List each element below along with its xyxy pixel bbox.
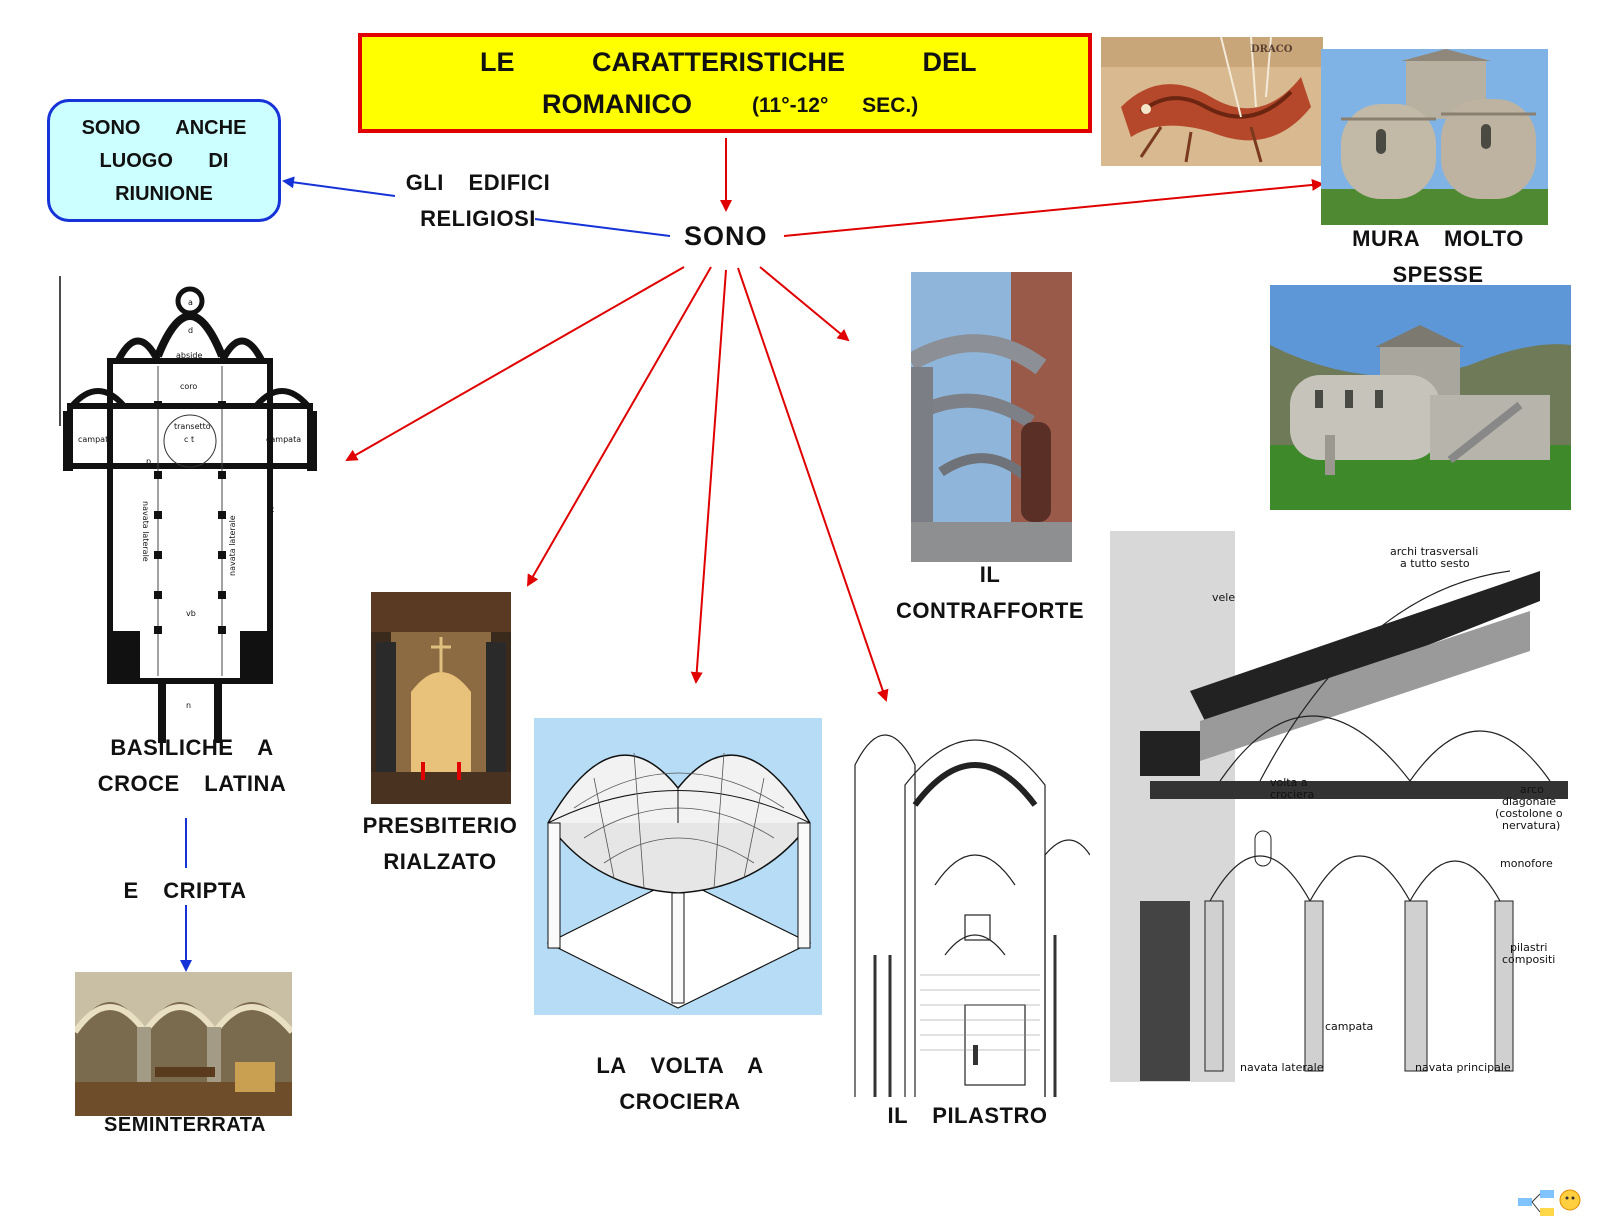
arrow-to-basiliche	[345, 266, 685, 461]
sd-pilastri2: compositi	[1502, 953, 1555, 966]
sd-arco2: diagonale	[1502, 795, 1556, 808]
sd-volta2: crociera	[1270, 788, 1314, 801]
sd-campata: campata	[1325, 1020, 1373, 1033]
cripta-label: E CRIPTA	[123, 878, 247, 903]
arrow-to-mura	[783, 178, 1324, 237]
fp-vb: vb	[186, 609, 196, 618]
fp-a: a	[188, 298, 193, 307]
fp-coro: coro	[180, 382, 197, 391]
basiliche-line: BASILICHE A	[110, 735, 274, 760]
presbiterio-photo	[371, 592, 511, 804]
arrow-to-presbiterio	[527, 266, 712, 587]
sd-navata-princ: navata principale	[1415, 1061, 1511, 1074]
contrafforte-line: IL	[979, 562, 1001, 587]
sd-navata-lat: navata laterale	[1240, 1061, 1324, 1074]
riunione-node: SONO ANCHE LUOGO DI RIUNIONE	[47, 99, 281, 222]
volta-line: CROCIERA	[619, 1089, 741, 1114]
basilica-floorplan: abside coro transetto c t campata campat…	[58, 276, 322, 743]
presbiterio-label: PRESBITERIO RIALZATO	[345, 808, 535, 880]
contrafforte-label: IL CONTRAFFORTE	[880, 557, 1100, 629]
riunione-line: SONO ANCHE	[81, 117, 247, 139]
center-node-sono: SONO	[684, 221, 768, 251]
connector-label: GLI EDIFICI RELIGIOSI	[378, 165, 578, 237]
fp-transetto: transetto	[174, 422, 211, 431]
connector-label-line: GLI EDIFICI	[405, 170, 551, 195]
fp-navata-r: navata laterale	[228, 515, 237, 576]
arrow-to-contrafforte	[759, 266, 850, 342]
presbiterio-line: PRESBITERIO	[362, 813, 518, 838]
basiliche-label: BASILICHE A CROCE LATINA	[72, 730, 312, 802]
sd-archi: archi trasversali	[1390, 545, 1478, 558]
contrafforte-line: CONTRAFFORTE	[895, 598, 1085, 623]
volta-label: LA VOLTA A CROCIERA	[570, 1048, 790, 1120]
presbiterio-line: RIALZATO	[383, 849, 497, 874]
mura-label: MURA MOLTO SPESSE	[1308, 221, 1568, 293]
volta-line: LA VOLTA A	[596, 1053, 764, 1078]
pilastro-label: IL PILASTRO	[887, 1103, 1048, 1128]
pilastro-drawing	[845, 705, 1090, 1097]
mura-line: MURA MOLTO	[1352, 226, 1524, 251]
title-period: (11°-12° SEC.)	[752, 94, 919, 117]
contrafforte-photo	[911, 272, 1072, 562]
fp-c: c	[270, 505, 274, 514]
crypt-photo	[75, 972, 292, 1116]
title-line1: LE CARATTERISTICHE DEL	[480, 47, 977, 77]
fp-campata-r: campata	[266, 435, 301, 444]
sd-volta: volta a	[1270, 776, 1308, 789]
mappe-logo	[1516, 1180, 1584, 1220]
mura-line: SPESSE	[1392, 262, 1484, 287]
basiliche-line: CROCE LATINA	[97, 771, 287, 796]
arrow-to-volta	[690, 269, 727, 684]
fp-n: n	[186, 701, 191, 710]
arrow-to-pilastro	[737, 267, 889, 702]
church-walls-photo	[1270, 285, 1571, 510]
title-line2: ROMANICO	[542, 89, 692, 119]
volta-crociera-drawing	[534, 718, 822, 1015]
seminterrata-label: SEMINTERRATA	[104, 1114, 266, 1136]
fresco-dragon-image: DRACO	[1101, 37, 1323, 166]
fresco-label: DRACO	[1251, 44, 1293, 55]
riunione-line: LUOGO DI	[99, 150, 229, 172]
sd-pilastri1: pilastri	[1510, 941, 1547, 954]
sd-arco1: arco	[1520, 783, 1544, 796]
sd-archi2: a tutto sesto	[1400, 557, 1470, 570]
fp-navata-l: navata laterale	[141, 501, 150, 562]
section-drawing: archi trasversali a tutto sesto vele vol…	[1110, 531, 1568, 1082]
sd-vele: vele	[1212, 591, 1235, 604]
fp-campata-l: campata	[78, 435, 113, 444]
sd-arco4: nervatura)	[1502, 819, 1560, 832]
fp-ct: c t	[184, 435, 194, 444]
fp-d: d	[188, 326, 193, 335]
fp-abside: abside	[176, 351, 202, 360]
sd-monofore: monofore	[1500, 857, 1553, 870]
arrow-to-riunione	[284, 181, 671, 237]
riunione-line: RIUNIONE	[115, 183, 213, 205]
connector-label-line: RELIGIOSI	[420, 206, 536, 231]
fp-p: p	[146, 457, 151, 466]
church-apses-photo	[1321, 49, 1548, 225]
title-box: LE CARATTERISTICHE DEL ROMANICO (11°-12°…	[358, 33, 1092, 133]
sd-arco3: (costolone o	[1495, 807, 1563, 820]
